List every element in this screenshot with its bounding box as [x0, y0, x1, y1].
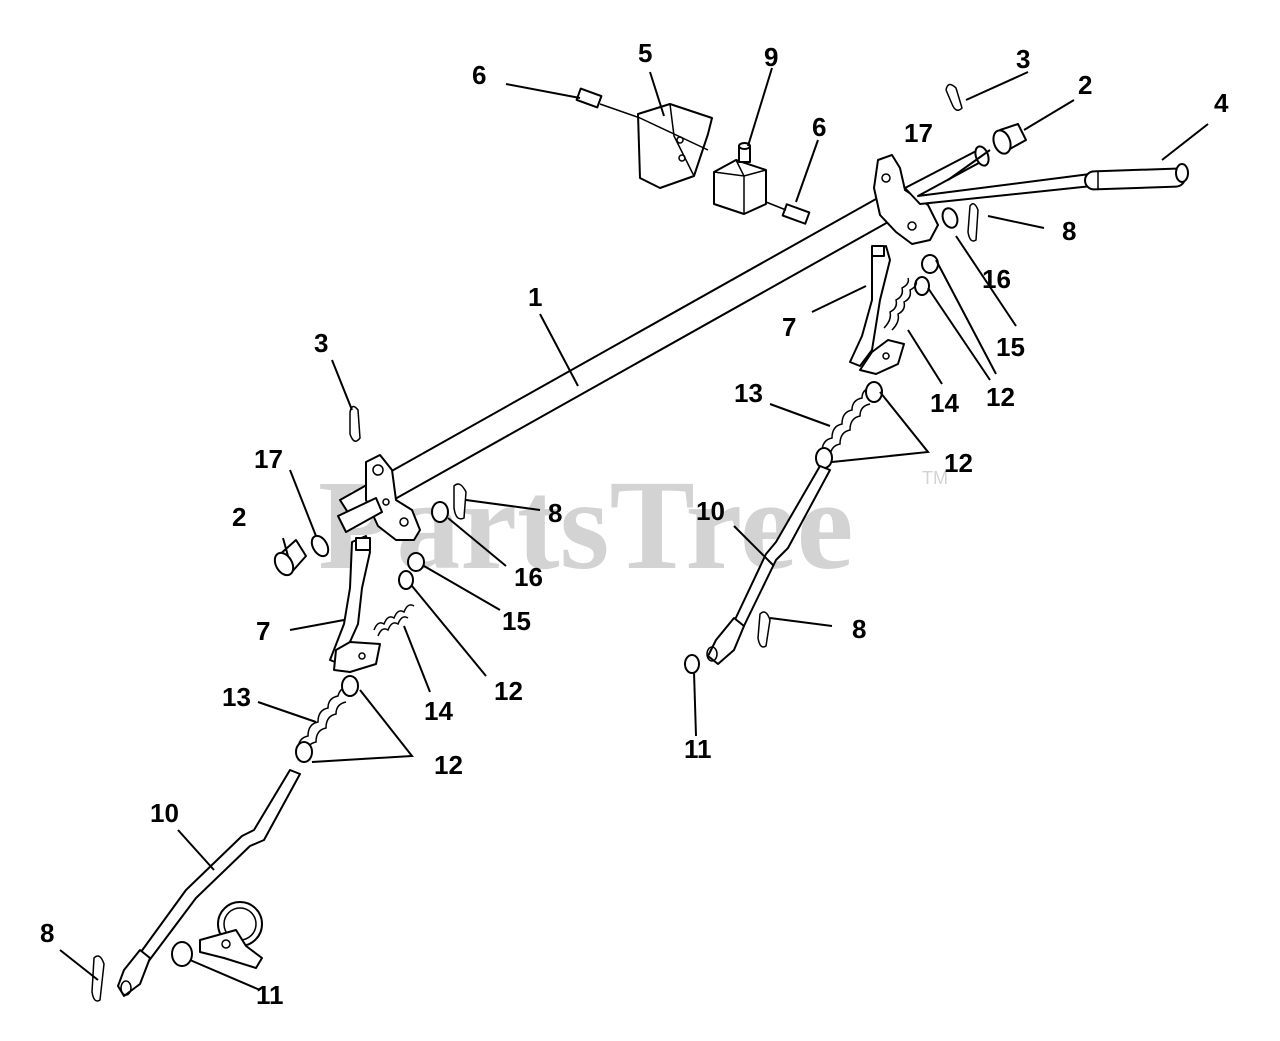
callout-11-right: 11 — [684, 734, 712, 764]
lever-handle — [904, 147, 1189, 205]
pivot-pin-left — [337, 497, 383, 533]
callout-10-right: 10 — [696, 496, 725, 526]
callout-16-right: 16 — [982, 264, 1011, 294]
washer-12-left-a — [398, 570, 414, 590]
callout-13-right: 13 — [734, 378, 763, 408]
bushing-top — [992, 123, 1027, 155]
callout-16-left: 16 — [514, 562, 543, 592]
callout-11-left: 11 — [256, 980, 284, 1010]
clip-8-top — [967, 203, 979, 242]
washer-12-right-b — [865, 381, 883, 403]
washer-16-right — [941, 207, 959, 229]
callout-5: 5 — [638, 38, 652, 68]
washer-16-left — [431, 501, 449, 523]
callout-4: 4 — [1214, 88, 1229, 118]
spring-14-left — [373, 604, 415, 637]
hairpin-clip-top — [945, 83, 963, 111]
callout-12-r2: 12 — [944, 448, 973, 478]
crank-arm-left — [329, 535, 381, 673]
nut-15-right — [921, 254, 939, 274]
callout-8-top: 8 — [1062, 216, 1076, 246]
control-rod-right — [706, 465, 831, 665]
watermark-trademark: TM — [922, 468, 948, 488]
clip-8-right — [757, 611, 771, 648]
callout-7-left: 7 — [256, 616, 270, 646]
control-rod-left — [117, 769, 301, 997]
nut-15-left — [407, 552, 425, 572]
callout-15-left: 15 — [502, 606, 531, 636]
callout-12-r1: 12 — [986, 382, 1015, 412]
callout-labels: 1 2 2 3 3 4 5 6 6 7 7 8 8 8 8 9 10 10 11… — [40, 38, 1229, 1010]
washer-12-left-b — [341, 675, 359, 697]
callout-9: 9 — [764, 42, 778, 72]
callout-2-top: 2 — [1078, 70, 1092, 100]
bolt-right — [765, 201, 811, 225]
clip-8-mid — [453, 483, 467, 520]
callout-1: 1 — [528, 282, 542, 312]
crank-arm-right — [849, 245, 905, 375]
bolt-left — [575, 87, 709, 151]
hairpin-clip-left — [349, 405, 361, 442]
clip-8-bottom — [91, 955, 105, 1002]
leader-lines — [59, 67, 1209, 991]
callout-6-right: 6 — [812, 112, 826, 142]
bushing-left — [273, 539, 307, 577]
washer-12-right-a — [914, 276, 930, 296]
washer-11-right — [684, 654, 700, 674]
callout-13-left: 13 — [222, 682, 251, 712]
callout-6-left: 6 — [472, 60, 486, 90]
callout-8-right: 8 — [852, 614, 866, 644]
callout-3-left: 3 — [314, 328, 328, 358]
callout-8-bottom: 8 — [40, 918, 54, 948]
callout-14-right: 14 — [930, 388, 959, 418]
washer-17-left — [310, 534, 330, 558]
callout-17-top: 17 — [904, 118, 933, 148]
callout-3-top: 3 — [1016, 44, 1030, 74]
gear-assembly — [199, 901, 263, 969]
washer-12-right-c — [815, 447, 833, 469]
washer-11-left — [171, 941, 193, 967]
washer-12-left-c — [295, 741, 313, 763]
callout-10-left: 10 — [150, 798, 179, 828]
spring-13-right — [821, 387, 871, 459]
callout-2-left: 2 — [232, 502, 246, 532]
callout-12-l2: 12 — [434, 750, 463, 780]
callout-8-mid: 8 — [548, 498, 562, 528]
pivot-block — [713, 142, 767, 215]
callout-17-left: 17 — [254, 444, 283, 474]
callout-7-right: 7 — [782, 312, 796, 342]
callout-15-right: 15 — [996, 332, 1025, 362]
bracket-right — [873, 154, 939, 245]
callout-12-l1: 12 — [494, 676, 523, 706]
spring-13-left — [297, 685, 349, 757]
spring-14-right — [883, 277, 918, 331]
callout-14-left: 14 — [424, 696, 453, 726]
